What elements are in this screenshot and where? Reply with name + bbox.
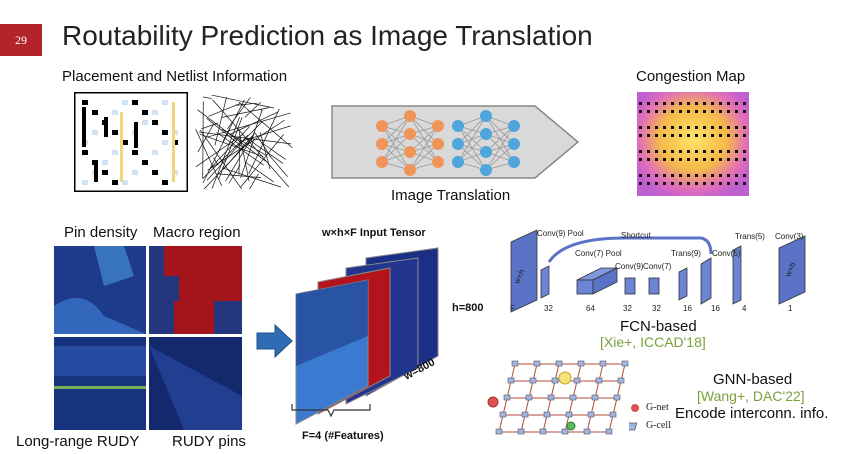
fcn-layer-trans5: Trans(5) (735, 232, 765, 241)
fcn-citation: [Xie+, ICCAD'18] (600, 334, 706, 350)
long-range-rudy-label: Long-range RUDY (16, 433, 140, 450)
fcn-size-7: 4 (742, 304, 747, 313)
pin-density-label: Pin density (64, 224, 138, 241)
rudy-pins-label: RUDY pins (172, 433, 246, 450)
fcn-size-1: 32 (544, 304, 553, 313)
gnn-graph-diagram (487, 360, 629, 435)
gnet-legend-icon (631, 404, 639, 412)
gnn-citation: [Wang+, DAC'22] (697, 388, 805, 404)
fcn-layer-conv7pool: Conv(7) Pool (575, 249, 622, 258)
fcn-size-3: 32 (623, 304, 632, 313)
tensor-height-label: h=800 (452, 302, 484, 314)
features-brace (291, 404, 371, 418)
fcn-architecture-diagram (510, 229, 806, 313)
slide-number-badge: 29 (0, 24, 42, 56)
fcn-size-8: 1 (788, 304, 793, 313)
fcn-label: FCN-based (620, 318, 697, 335)
fcn-layer-conv9: Conv(9) (615, 262, 644, 271)
fcn-layer-trans9: Trans(9) (671, 249, 701, 258)
fcn-size-2: 64 (586, 304, 595, 313)
macro-region-label: Macro region (153, 224, 241, 241)
fcn-size-6: 16 (711, 304, 720, 313)
fcn-layer-conv7: Conv(7) (643, 262, 672, 271)
gnn-legend-gcell: G-cell (646, 420, 671, 431)
translation-network-box (331, 105, 580, 179)
slide-title: Routability Prediction as Image Translat… (62, 20, 593, 51)
congestion-map-label: Congestion Map (636, 68, 746, 85)
fcn-layer-conv9pool: Conv(9) Pool (537, 229, 584, 238)
netlist-image (195, 95, 293, 190)
input-arrow (256, 324, 293, 358)
fcn-shortcut-label: Shortcut (621, 231, 651, 240)
input-tensor-stack (295, 247, 439, 425)
congestion-map-image (637, 92, 749, 196)
tensor-features-label: F=4 (#Features) (302, 430, 384, 442)
fcn-layer-conv5: Conv(5) (712, 249, 741, 258)
fcn-size-0: F (510, 304, 515, 313)
gnn-legend-gnet: G-net (646, 402, 669, 413)
gnn-legend-markers (629, 404, 639, 431)
image-translation-label: Image Translation (391, 187, 511, 204)
fcn-size-4: 32 (652, 304, 661, 313)
gnn-description: Encode interconn. info. (675, 405, 829, 422)
gnn-label: GNN-based (713, 371, 793, 388)
fcn-size-5: 16 (683, 304, 692, 313)
gcell-legend-icon (629, 422, 638, 431)
fcn-layer-conv3: Conv(3) (775, 232, 804, 241)
tensor-title: w×h×F Input Tensor (322, 227, 426, 239)
placement-netlist-label: Placement and Netlist Information (62, 68, 288, 85)
feature-maps-grid (54, 246, 242, 430)
placement-image (74, 92, 188, 192)
